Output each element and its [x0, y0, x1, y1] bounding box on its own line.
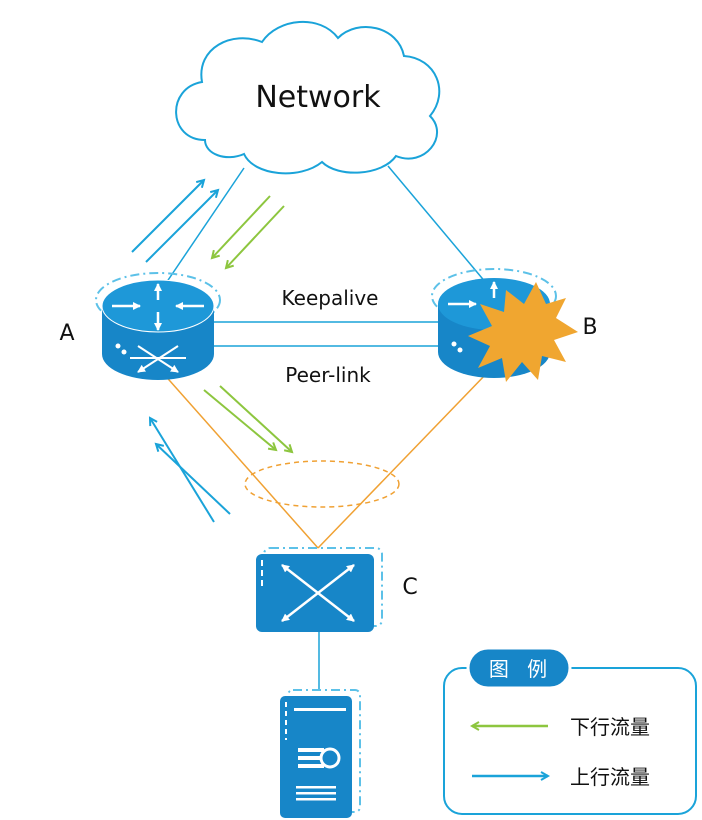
downlink-arrows-top: [212, 195, 285, 268]
server-device: [280, 689, 361, 818]
router-arrows-icon: [448, 281, 498, 308]
core-switch-b: B: [431, 268, 598, 382]
agg-link-b: [317, 371, 489, 549]
legend-downlink-label: 下行流量: [570, 715, 650, 739]
peer-link-label: Peer-link: [285, 363, 371, 387]
fault-burst-icon: [468, 282, 578, 382]
network-cloud: Network: [175, 20, 441, 175]
legend-uplink-label: 上行流量: [570, 765, 650, 789]
switch-cross-icon: [130, 345, 186, 373]
legend-item-uplink: 上行流量: [472, 765, 650, 789]
server-storage-icon: [298, 747, 341, 769]
uplink-arrows-bottom: [150, 418, 231, 523]
switch-cross-icon: [281, 564, 355, 622]
router-arrows-icon: [112, 283, 204, 331]
link-aggregation-ring: [244, 460, 400, 508]
legend-item-downlink: 下行流量: [472, 715, 650, 739]
node-c-label: C: [402, 575, 417, 600]
uplink-arrows-top: [131, 180, 218, 263]
keepalive-label: Keepalive: [282, 286, 379, 310]
node-a-label: A: [59, 321, 74, 346]
legend-title: 图 例: [489, 657, 553, 681]
cloud-label: Network: [255, 80, 381, 115]
node-b-label: B: [582, 315, 597, 340]
access-switch-c: C: [256, 547, 418, 632]
downlink-arrows-bottom: [203, 385, 292, 452]
agg-link-a: [161, 371, 319, 549]
legend: 图 例 下行流量 上行流量: [443, 646, 697, 815]
link-cloud-a: [159, 167, 245, 293]
core-switch-a: A: [59, 272, 221, 380]
link-cloud-b: [387, 165, 493, 291]
